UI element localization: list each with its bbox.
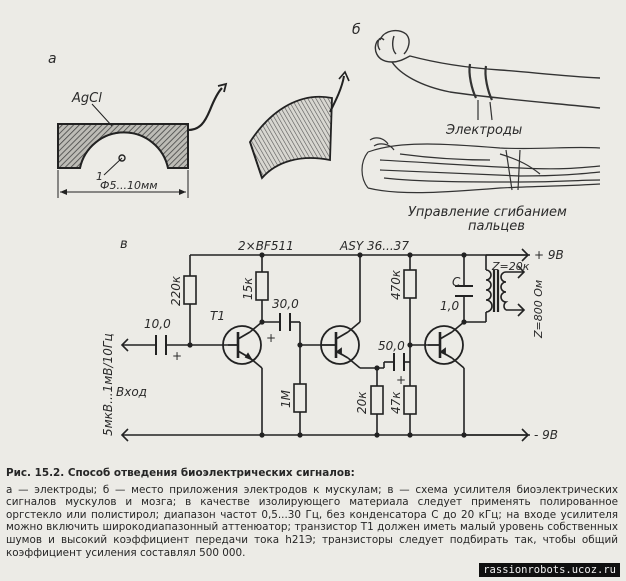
- output-terminal-bottom: [517, 303, 526, 317]
- c-name-label: C: [452, 275, 461, 289]
- minus-supply-label: - 9В: [534, 428, 558, 442]
- c2-plus: +: [266, 331, 276, 345]
- input-terminal-bottom: [120, 428, 129, 442]
- r6-label: 47к: [389, 391, 403, 414]
- capacitors: [155, 285, 473, 371]
- plus-supply-label: + 9В: [534, 248, 564, 262]
- c3-label: 50,0: [378, 339, 405, 353]
- resistor-15k: [255, 271, 269, 301]
- transistor-t1: [222, 325, 262, 365]
- resistor-1m: [293, 383, 307, 413]
- dimension-line: [57, 170, 189, 198]
- marker-1-label: 1: [96, 170, 103, 183]
- caption-title: Рис. 15.2. Способ отведения биоэлектриче…: [6, 467, 355, 479]
- resistor-20k: [370, 385, 384, 415]
- transformer: [485, 269, 509, 313]
- terminals: [120, 248, 530, 442]
- r3-label: 1М: [279, 389, 293, 408]
- input-label: Вход: [116, 385, 147, 399]
- resistors: [183, 269, 417, 415]
- panel-a-label: а: [48, 51, 57, 67]
- t23-type-label: ASY 36...37: [339, 239, 409, 253]
- resistor-47k: [403, 385, 417, 415]
- c4-label: 1,0: [440, 299, 459, 313]
- minus-supply-terminal: [521, 428, 530, 442]
- resistor-470k: [403, 269, 417, 299]
- c-in-label: 10,0: [144, 317, 171, 331]
- electrode-cross-section: [57, 82, 228, 176]
- electrodes-label: Электроды: [445, 123, 522, 138]
- dimension-label: Ф5...10мм: [100, 179, 158, 192]
- transistor-t2: [320, 325, 360, 365]
- panel-b-label: б: [352, 22, 361, 38]
- figure-caption: Рис. 15.2. Способ отведения биоэлектриче…: [6, 467, 618, 559]
- arm-with-electrodes: [374, 29, 601, 121]
- junction-dots: [187, 252, 467, 438]
- r2-label: 15к: [241, 277, 255, 300]
- curved-electrode-plate: [249, 70, 350, 180]
- site-watermark: rassionrobots.ucoz.ru: [479, 563, 620, 577]
- c-in-plus: +: [172, 349, 182, 363]
- c2-label: 30,0: [272, 297, 299, 311]
- r5-label: 20к: [355, 391, 369, 414]
- c3-plus: +: [396, 373, 406, 387]
- agcl-label: AgCl: [71, 91, 102, 106]
- transistor-t3: [424, 325, 464, 365]
- panel-c-label: в: [120, 237, 128, 252]
- resistor-220k: [183, 275, 197, 305]
- impedance-secondary-label: Z=800 Ом: [532, 280, 545, 339]
- forearm-anatomy: [361, 137, 601, 194]
- plus-supply-terminal: [521, 248, 530, 262]
- r1-label: 220к: [169, 275, 183, 306]
- input-range-label: 5мкВ...1мВ/10Гц: [101, 333, 115, 436]
- impedance-primary-label: Z=20к: [491, 260, 530, 273]
- output-terminal-top: [517, 265, 526, 279]
- caption-body: а — электроды; б — место приложения элек…: [6, 483, 618, 559]
- t1-type-label: 2×BF511: [238, 239, 294, 253]
- transistors: [222, 325, 464, 365]
- control-label-line1: Управление сгибанием: [408, 205, 567, 220]
- control-label-line2: пальцев: [468, 219, 525, 234]
- r4-label: 470к: [389, 269, 403, 300]
- input-terminal-top: [120, 338, 129, 352]
- t1-label: T1: [210, 309, 225, 323]
- figure-drawing: а AgCl 1 Ф5...10мм б: [48, 22, 601, 442]
